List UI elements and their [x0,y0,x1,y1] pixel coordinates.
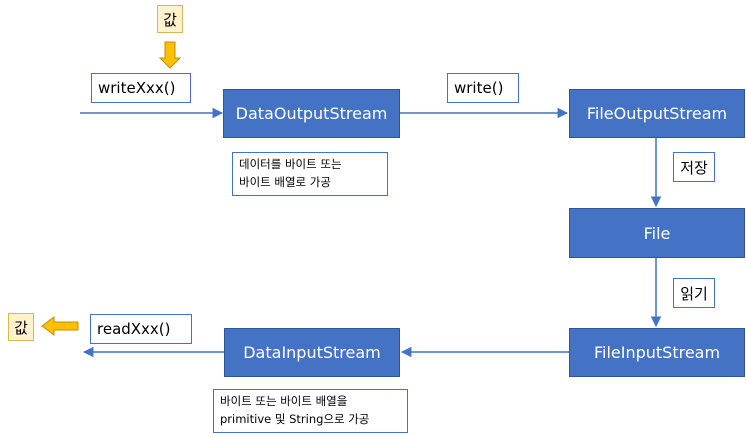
input-note-line-2: primitive 및 String으로 가공 [220,412,370,426]
save-label: 저장 [673,152,715,182]
data-output-stream-box: DataOutputStream [223,89,400,138]
file-output-stream-box: FileOutputStream [569,89,745,138]
value-input-box: 값 [157,5,183,33]
data-input-stream-box: DataInputStream [224,328,400,377]
output-note-line-2: 바이트 배열로 가공 [239,175,331,189]
write-xxx-label: writeXxx() [91,73,191,103]
output-note-line-1: 데이터를 바이트 또는 [239,157,342,171]
output-description-note: 데이터를 바이트 또는 바이트 배열로 가공 [232,152,388,196]
yellow-left-arrow [41,316,79,336]
read-label: 읽기 [673,278,715,308]
file-input-stream-box: FileInputStream [569,328,745,377]
yellow-down-arrow [158,41,182,69]
input-description-note: 바이트 또는 바이트 배열을 primitive 및 String으로 가공 [213,389,408,433]
input-note-line-1: 바이트 또는 바이트 배열을 [220,394,348,408]
write-label: write() [447,73,519,103]
file-box: File [569,208,745,258]
value-output-box: 값 [8,313,34,341]
read-xxx-label: readXxx() [90,314,192,344]
